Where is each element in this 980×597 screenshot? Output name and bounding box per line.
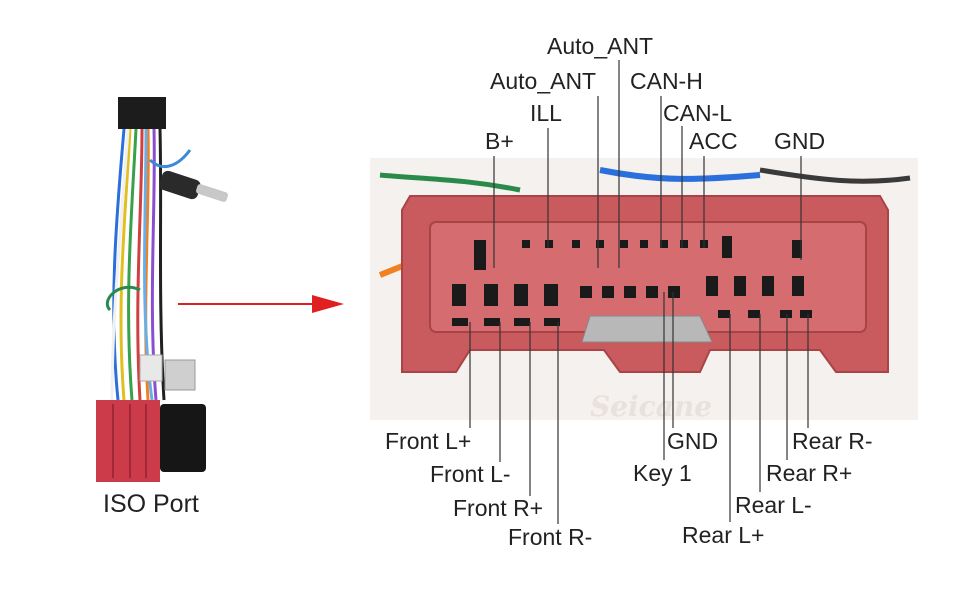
pin-mid-5 [706,276,718,296]
pin-top-2 [545,240,553,248]
pin-top-8 [680,240,688,248]
harness-white-plug [139,354,163,382]
label-front-l-minus: Front L- [430,461,511,487]
pin-bot-4 [718,310,730,318]
label-can-h: CAN-H [630,68,703,94]
harness-top-plug [118,97,166,129]
antenna-plug [159,170,201,200]
iso-harness-illustration [96,97,228,482]
label-can-l: CAN-L [663,100,733,126]
pin-low-3 [544,284,558,306]
label-b-plus: B+ [485,128,514,154]
label-front-r-minus: Front R- [508,524,593,550]
iso-red-connector [96,400,160,482]
pin-top-4 [596,240,604,248]
label-rear-r-plus: Rear R+ [766,460,853,486]
pin-top-6 [640,240,648,248]
pin-bot-6 [780,310,792,318]
label-rear-l-minus: Rear L- [735,492,812,518]
pin-top-3 [572,240,580,248]
pin-mid-8 [792,276,804,296]
pin-top-11 [792,240,802,258]
label-front-r-plus: Front R+ [453,495,544,521]
pin-mid-3 [646,286,658,298]
pin-top-10 [722,236,732,258]
watermark: Seicane [590,390,712,423]
harness-grey-plug [164,359,196,391]
label-rear-r-minus: Rear R- [792,428,873,454]
antenna-tip [196,184,228,202]
label-acc: ACC [689,128,738,154]
label-gnd-bottom: GND [667,428,719,454]
pin-mid-6 [734,276,746,296]
pin-low-1 [484,284,498,306]
pin-bot-5 [748,310,760,318]
pin-top-1 [522,240,530,248]
connector-closeup: Seicane [370,158,918,423]
iso-port-caption: ISO Port [103,490,199,518]
pin-mid-7 [762,276,774,296]
pin-bot-2 [514,318,530,326]
label-auto-ant-2: Auto_ANT [490,68,597,94]
pin-low-0 [452,284,466,306]
label-gnd-top: GND [774,128,826,154]
label-front-l-plus: Front L+ [385,428,472,454]
pin-top-5 [620,240,628,248]
pin-bot-1 [484,318,500,326]
pin-bot-3 [544,318,560,326]
connector-pins [452,236,812,326]
pin-mid-2 [624,286,636,298]
iso-black-connector [160,404,206,472]
label-key1: Key 1 [633,460,692,486]
connector-key [581,315,713,343]
pin-mid-0 [580,286,592,298]
pin-mid-1 [602,286,614,298]
pin-top-0 [474,240,486,270]
leader-lines [469,60,809,524]
pin-bot-7 [800,310,812,318]
pin-bot-0 [452,318,468,326]
pin-low-2 [514,284,528,306]
label-auto-ant-1: Auto_ANT [547,33,654,59]
pin-mid-4 [668,286,680,298]
label-ill: ILL [530,100,562,126]
pointer-arrow [178,295,344,313]
label-rear-l-plus: Rear L+ [682,522,765,548]
pin-top-7 [660,240,668,248]
